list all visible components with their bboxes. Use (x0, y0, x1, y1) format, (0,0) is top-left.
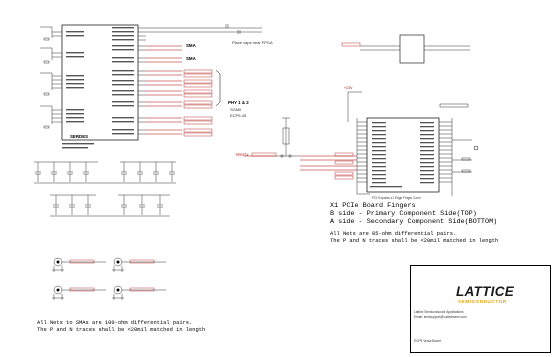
sma-label-2: SMA (186, 56, 197, 61)
title-block-line1: Lattice Semiconductor Applications (414, 310, 464, 314)
pcie-fingers-note: X1 PCIe Board Fingers B side - Primary C… (330, 202, 497, 226)
reset-label: PERST# (236, 153, 249, 157)
pwr-label: +3.3V (344, 86, 353, 90)
pcie-diff-pair-note: All Nets are 85-ohm differential pairs. … (330, 231, 498, 244)
top-right-part (341, 34, 470, 64)
pcie-nets (244, 117, 357, 180)
title-block (410, 265, 551, 353)
pcie-note-line2: The P and N traces shall be <20mil match… (330, 237, 499, 244)
serdes-label: SERDES (70, 134, 88, 139)
sma-note-line1: All Nets to SMAs are 100-ohm differentia… (37, 320, 193, 326)
title-block-line2: Email: techsupport@Latticesemi.com (414, 315, 467, 319)
device-label: ECP5-45 (230, 113, 247, 118)
sgmii-label: SGMII (230, 107, 241, 112)
pcie-note-line1: All Nets are 85-ohm differential pairs. (330, 231, 457, 237)
sma-connectors (52, 257, 166, 300)
side-b-line: B side - Primary Component Side(TOP) (330, 210, 477, 218)
sma-diff-pair-note: All Nets to SMAs are 100-ohm differentia… (37, 320, 205, 333)
title-block-doc: ECP5 Versa Board (414, 339, 441, 343)
company-sub: SEMICONDUCTOR (458, 299, 507, 304)
sma-label-1: SMA (186, 43, 197, 48)
decoupling-caps (34, 161, 176, 217)
sma-note-line2: The P and N traces shall be <20mil match… (37, 326, 206, 333)
edge-connector-label: PCI Express x1 Edge Finger Conn (372, 196, 421, 200)
company-name: LATTICE (456, 284, 515, 299)
section-title: X1 PCIe Board Fingers (330, 202, 416, 210)
pcie-edge-connector (347, 91, 479, 196)
side-a-line: A side - Secondary Component Side(BOTTOM… (330, 218, 498, 226)
phy-label: PHY 1 & 2 (228, 100, 249, 105)
serdes-block (40, 24, 262, 149)
cap-note: Place caps near FPGA (232, 40, 273, 45)
